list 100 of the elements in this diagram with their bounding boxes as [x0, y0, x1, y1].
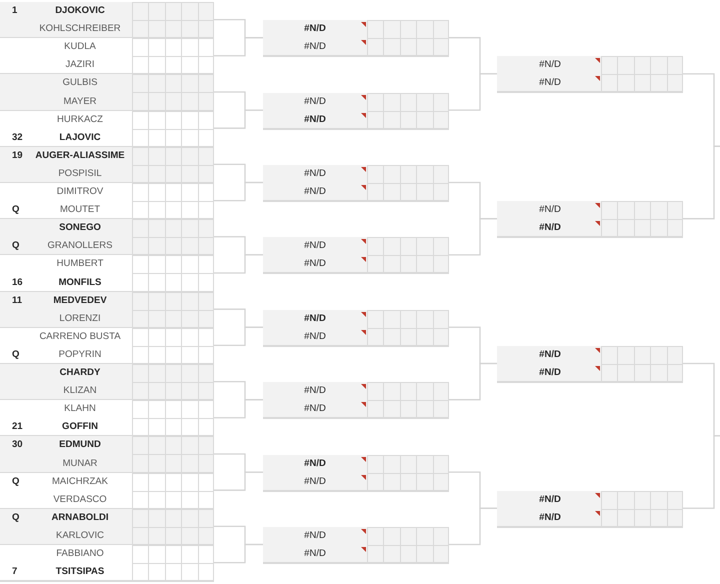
player-name: EDMUND: [59, 439, 101, 452]
player-name: TSITSIPAS: [56, 566, 104, 578]
player-name: HUMBERT: [56, 258, 104, 270]
result-value: #N/D: [304, 23, 326, 36]
bracket-line: [449, 218, 497, 256]
bracket-line: [214, 326, 263, 346]
player-name: POPYRIN: [58, 348, 102, 361]
result-value: #N/D: [304, 330, 326, 343]
match-band: [0, 328, 214, 365]
player-name: GRANOLLERS: [48, 240, 112, 252]
bracket-line: [214, 254, 263, 274]
player-name: MUNAR: [62, 458, 98, 470]
match-box: [497, 56, 683, 94]
match-box: [263, 92, 449, 130]
bracket-line: [449, 73, 497, 111]
match-box: [497, 490, 683, 528]
result-value: #N/D: [539, 367, 561, 380]
player-name: GULBIS: [62, 77, 98, 90]
match-band: [0, 38, 214, 76]
seed-label: Q: [12, 348, 20, 361]
player-name: MAYER: [63, 96, 97, 108]
match-band: [0, 400, 214, 438]
player-name: AUGER-ALIASSIME: [35, 150, 125, 162]
seed-label: 32: [12, 132, 23, 144]
result-value: #N/D: [539, 59, 561, 72]
player-name: JAZIRI: [65, 59, 95, 72]
result-value: #N/D: [304, 96, 326, 108]
match-band: [0, 545, 214, 582]
seed-label: Q: [12, 476, 20, 488]
result-value: #N/D: [304, 530, 326, 542]
seed-label: 7: [12, 566, 18, 578]
seed-label: Q: [12, 240, 20, 252]
result-value: #N/D: [304, 168, 326, 180]
player-name: MEDVEDEV: [53, 294, 107, 307]
match-band: [0, 472, 214, 510]
player-name: KOHLSCHREIBER: [39, 23, 121, 36]
result-value: #N/D: [539, 222, 561, 234]
match-box: [263, 237, 449, 274]
match-band: [0, 364, 214, 402]
result-value: #N/D: [304, 186, 326, 198]
player-name: LAJOVIC: [59, 132, 101, 144]
player-name: CHARDY: [60, 367, 100, 380]
seed-label: 1: [12, 5, 18, 18]
match-box: [263, 454, 449, 492]
match-band: [0, 255, 214, 293]
result-value: #N/D: [539, 494, 561, 506]
match-box: [263, 526, 449, 564]
match-box: [263, 382, 449, 420]
player-name: SONEGO: [59, 222, 101, 234]
player-name: KLAHN: [64, 403, 96, 416]
seed-label: 21: [12, 421, 23, 434]
match-box: [263, 310, 449, 347]
match-box: [497, 201, 683, 238]
result-value: #N/D: [304, 476, 326, 488]
result-value: #N/D: [539, 204, 561, 216]
match-box: [497, 346, 683, 384]
player-name: GOFFIN: [62, 421, 98, 434]
player-name: VERDASCO: [53, 494, 107, 506]
seed-label: Q: [12, 512, 20, 524]
bracket-line: [214, 37, 263, 56]
result-value: #N/D: [539, 348, 561, 361]
match-band: [0, 436, 214, 474]
player-name: DIMITROV: [56, 186, 104, 198]
player-name: FABBIANO: [56, 548, 104, 560]
bracket-line: [683, 146, 720, 220]
result-value: #N/D: [304, 312, 326, 325]
player-name: POSPISIL: [58, 168, 102, 180]
bracket-line: [214, 182, 263, 202]
result-value: #N/D: [304, 548, 326, 560]
match-band: [0, 74, 214, 112]
player-name: KUDLA: [64, 41, 96, 54]
player-name: KLIZAN: [63, 385, 97, 398]
bracket-line: [214, 399, 263, 418]
bracket-line: [214, 109, 263, 129]
player-name: CARRENO BUSTA: [39, 330, 121, 343]
player-name: LORENZI: [59, 312, 101, 325]
bracket-line: [683, 435, 720, 509]
player-name: MONFILS: [58, 276, 102, 289]
result-value: #N/D: [539, 77, 561, 90]
match-box: [263, 20, 449, 58]
result-value: #N/D: [539, 512, 561, 524]
result-value: #N/D: [304, 41, 326, 54]
bracket-line: [449, 362, 497, 400]
result-value: #N/D: [304, 240, 326, 252]
seed-label: 11: [12, 294, 22, 307]
match-band: [0, 146, 214, 184]
result-value: #N/D: [304, 458, 326, 470]
seed-label: Q: [12, 204, 20, 216]
match-band: [0, 183, 214, 220]
player-name: KARLOVIC: [56, 530, 104, 542]
seed-label: 16: [12, 276, 23, 289]
match-band: [0, 2, 214, 40]
seed-label: 30: [12, 439, 23, 452]
bracket-line: [214, 471, 263, 491]
match-band: [0, 508, 214, 546]
player-name: ARNABOLDI: [52, 512, 108, 524]
result-value: #N/D: [304, 385, 326, 398]
result-value: #N/D: [304, 258, 326, 270]
match-band: [0, 219, 214, 256]
seed-label: 19: [12, 150, 23, 162]
